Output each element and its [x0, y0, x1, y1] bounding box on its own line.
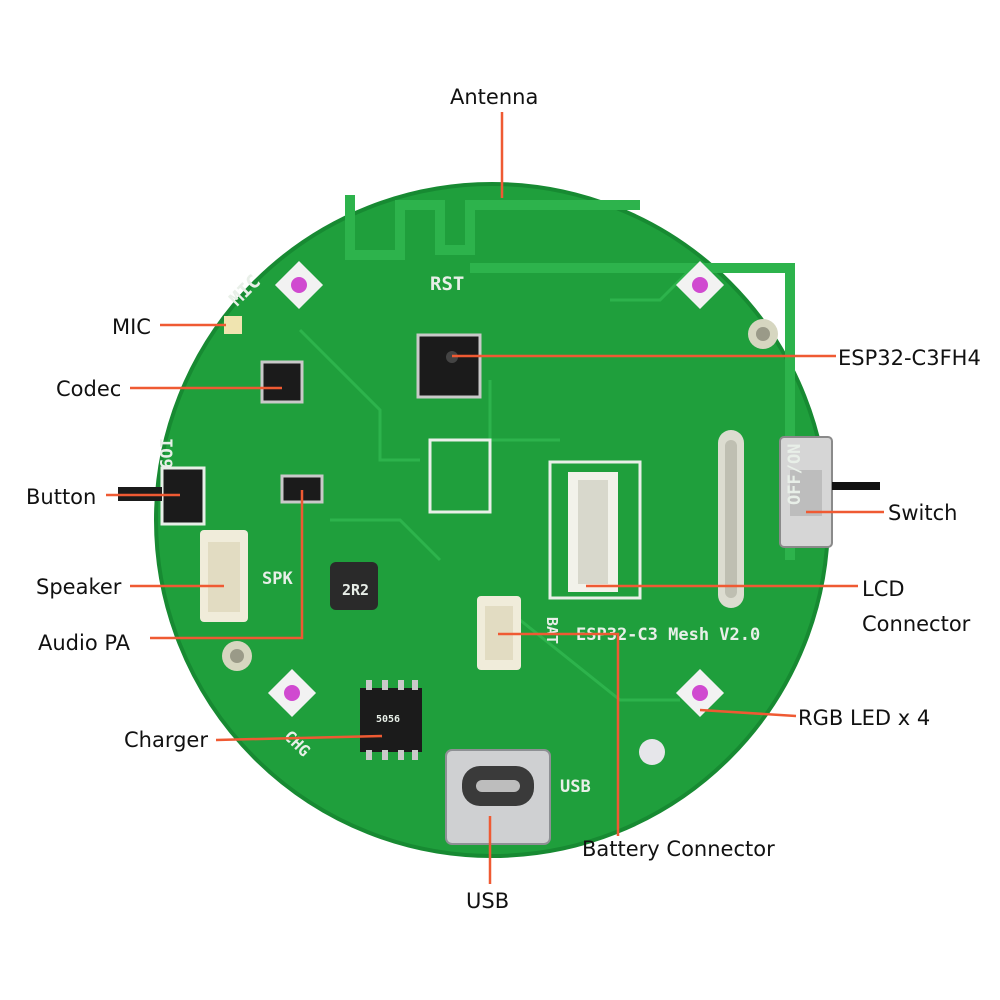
switch: [779, 436, 880, 548]
label-lcd-line2: Connector: [862, 612, 971, 636]
mount-hole: [222, 319, 778, 765]
rgb-led-icon: [267, 260, 725, 718]
label-speaker: Speaker: [36, 575, 122, 599]
silk-bat: BAT: [543, 617, 561, 644]
label-rgb-led: RGB LED x 4: [798, 706, 930, 730]
label-button: Button: [26, 485, 96, 509]
charger-chip: 5056: [360, 680, 422, 760]
label-mic: MIC: [112, 315, 151, 339]
silk-spk: SPK: [262, 569, 293, 589]
label-codec: Codec: [56, 377, 121, 401]
label-antenna: Antenna: [450, 85, 538, 109]
lcd-connector: [548, 460, 642, 600]
usb-c-port-icon: [445, 749, 551, 845]
leader-charger: [215, 734, 383, 742]
leader-audio-pa: [150, 490, 304, 640]
label-battery-connector: Battery Connector: [582, 837, 775, 861]
silk-board-name: ESP32-C3 Mesh V2.0: [576, 625, 760, 645]
leader-battery: [498, 632, 620, 836]
label-esp32: ESP32-C3FH4: [838, 346, 981, 370]
label-audio-pa: Audio PA: [38, 631, 131, 655]
silk-usb: USB: [560, 777, 591, 797]
inductor-label: 2R2: [342, 581, 369, 599]
label-charger: Charger: [124, 728, 208, 752]
central-footprint: [428, 438, 492, 514]
button: [118, 466, 206, 526]
silk-off-on: OFF/ON: [785, 444, 805, 505]
label-switch: Switch: [888, 501, 957, 525]
charger-chip-label: 5056: [376, 714, 400, 725]
codec-chip: [260, 360, 304, 404]
label-usb: USB: [466, 889, 509, 913]
esp32-chip: [416, 333, 482, 399]
silk-io9: IO9: [155, 438, 175, 469]
silk-rst: RST: [430, 273, 464, 295]
inductor: 2R2: [330, 562, 378, 610]
speaker-connector: [200, 530, 248, 622]
mic-pad: [224, 316, 242, 334]
leader-rgb-led: [699, 708, 797, 718]
label-lcd-line1: LCD: [862, 577, 905, 601]
